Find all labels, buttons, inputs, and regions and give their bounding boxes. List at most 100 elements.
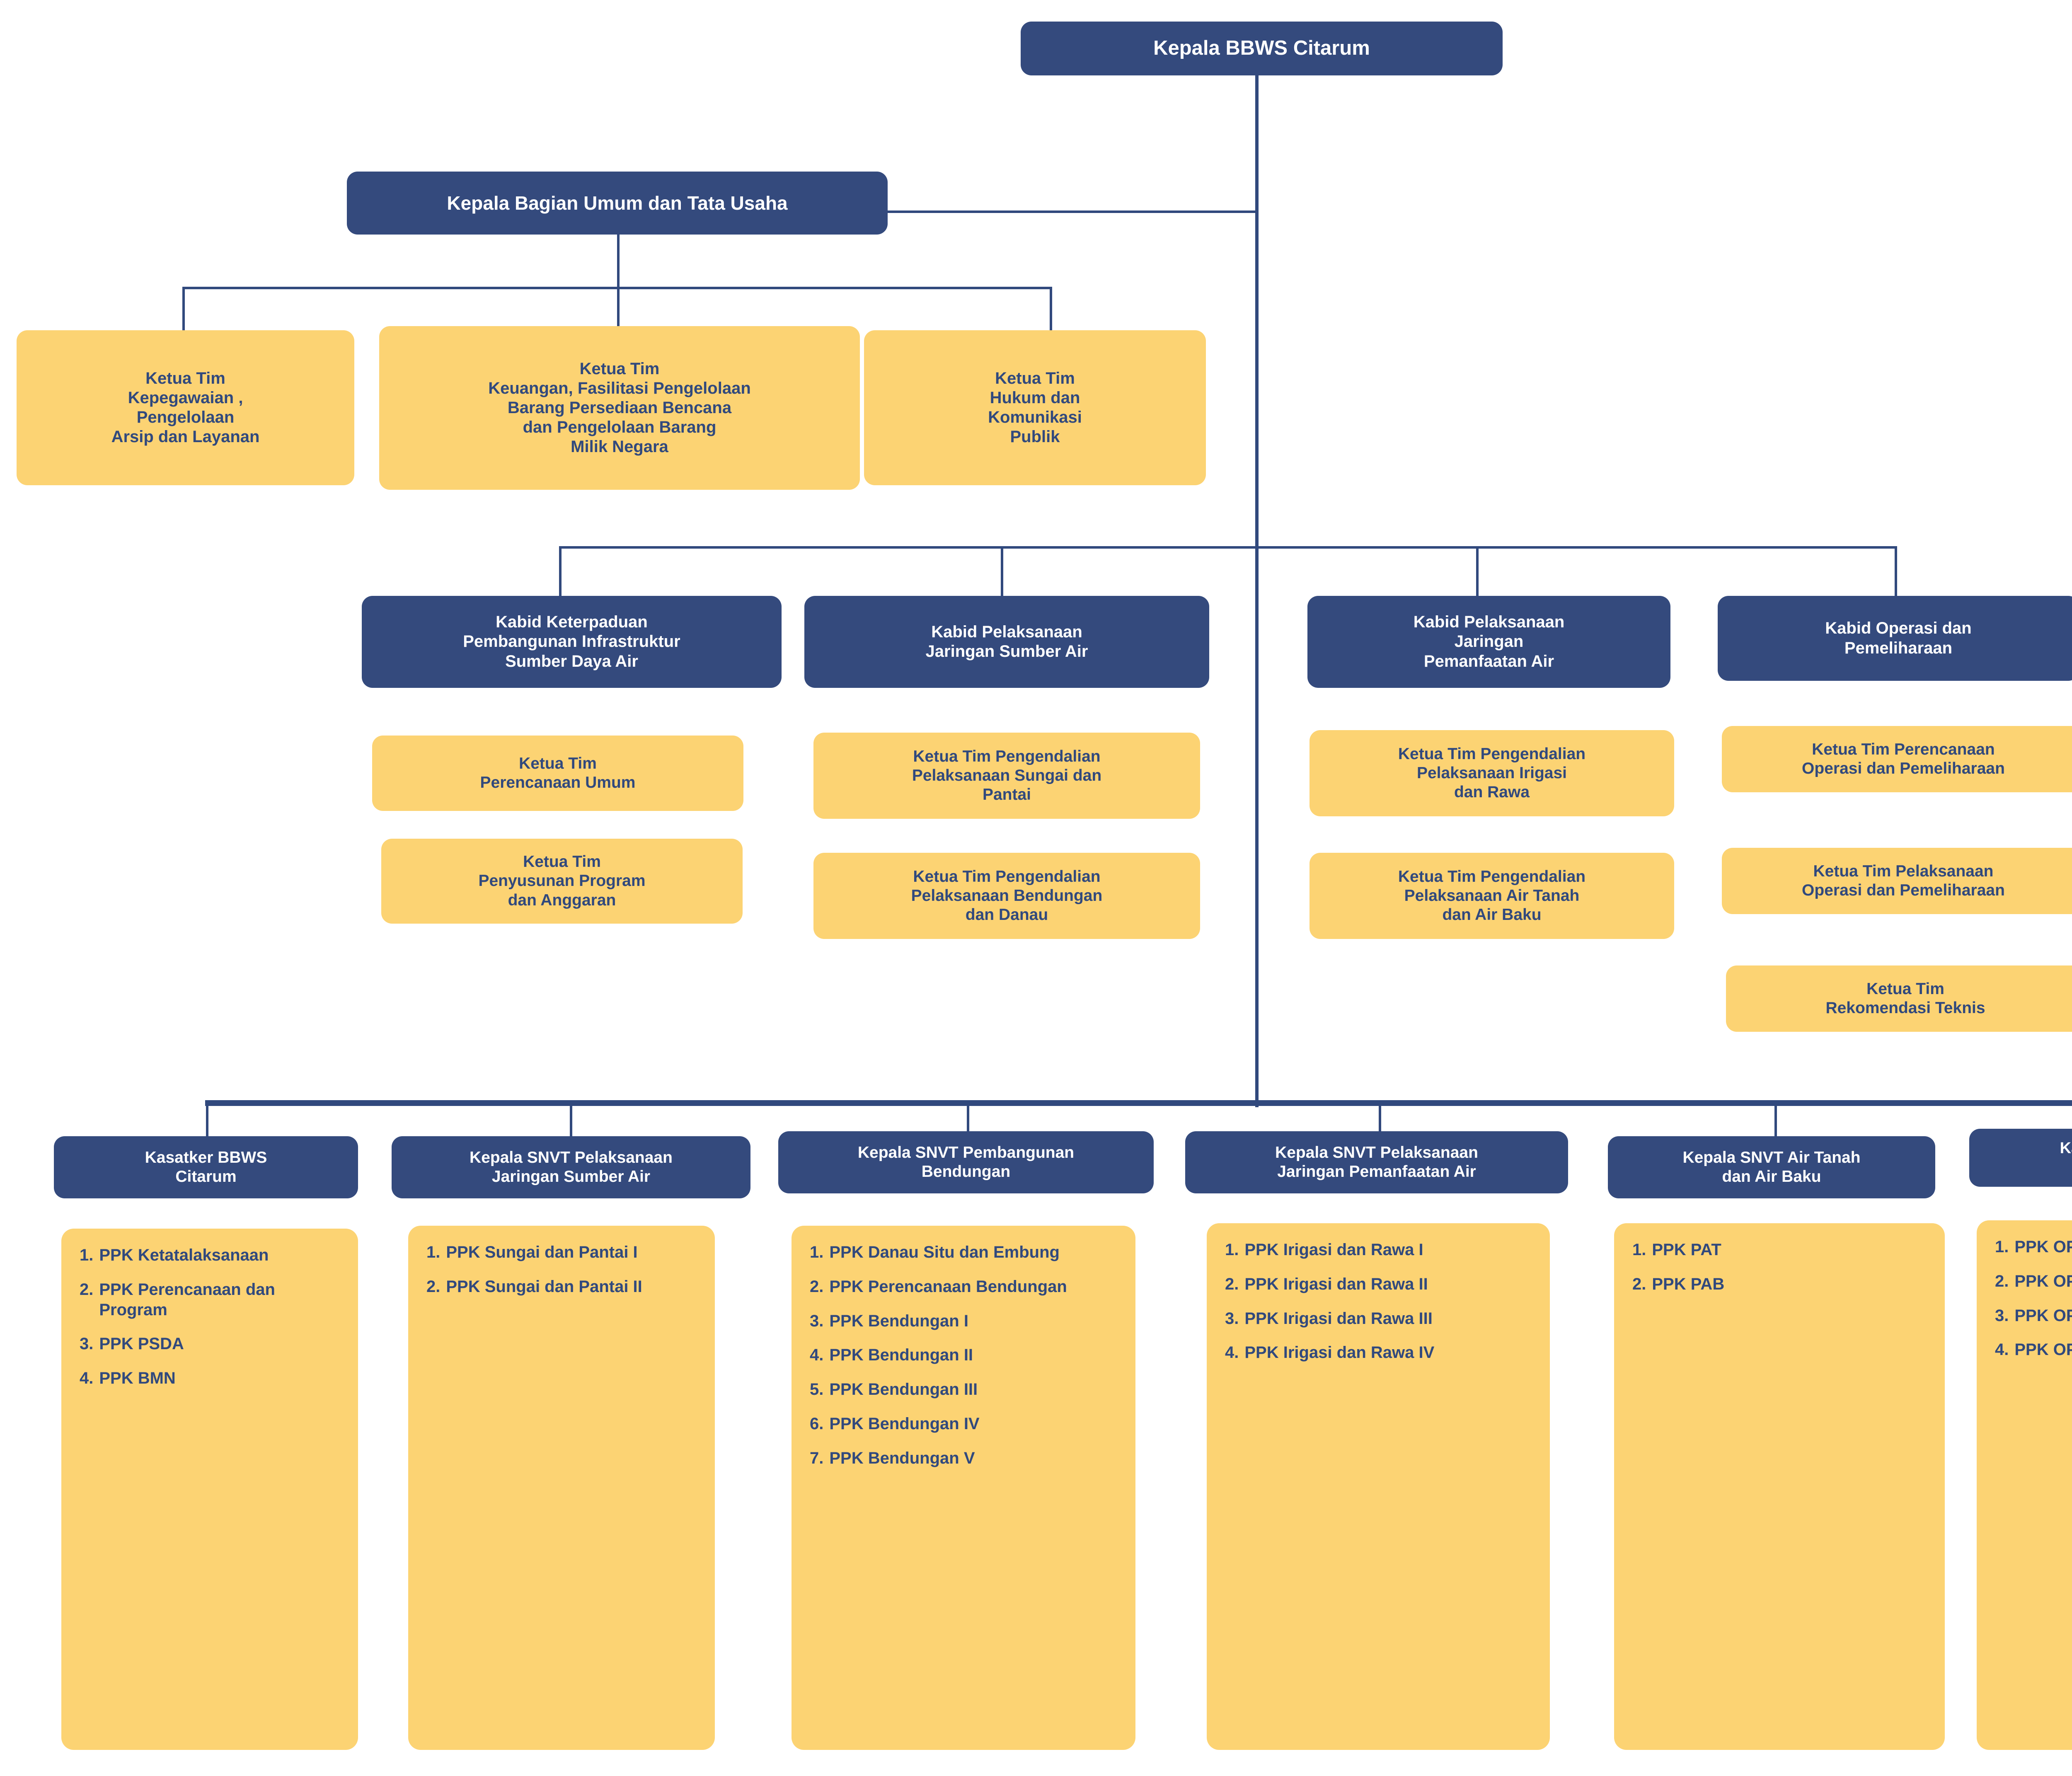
ppk-list-item[interactable]: 4.PPK OP SDA IV xyxy=(1995,1340,2072,1360)
node-kasatker-operasi-pemeliharaan[interactable]: Kasatker Operasi dan Pemeliharaan xyxy=(1969,1129,2072,1187)
ppk-list-item[interactable]: 3.PPK PSDA xyxy=(80,1334,344,1354)
ppk-item-number: 1. xyxy=(426,1243,441,1261)
ppk-item-number: 1. xyxy=(80,1246,94,1264)
ppk-list: 1.PPK Sungai dan Pantai I 2.PPK Sungai da… xyxy=(426,1242,701,1297)
ppk-list-item[interactable]: 3.PPK Bendungan I xyxy=(810,1311,1121,1331)
node-kabid-pelaksanaan-jaringan-sumber-air[interactable]: Kabid Pelaksanaan Jaringan Sumber Air xyxy=(804,596,1209,688)
ppk-list-item[interactable]: 2. PPK Perencanaan Bendungan xyxy=(810,1277,1121,1297)
trunk-line-main xyxy=(1255,75,1259,1107)
node-ketua-tim-keuangan[interactable]: Ketua Tim Keuangan, Fasilitasi Pengelola… xyxy=(379,326,860,490)
ppk-item-label: PPK Irigasi dan Rawa II xyxy=(1244,1275,1428,1293)
connector-satker-2 xyxy=(570,1104,572,1148)
ppk-item-label: PPK OP SDA IV xyxy=(2014,1340,2072,1359)
connector-kabid-4 xyxy=(1895,546,1897,596)
ppk-list-item[interactable]: 6. PPK Bendungan IV xyxy=(810,1414,1121,1434)
ppk-item-label: PPK OP SDA III xyxy=(2014,1306,2072,1325)
ppk-list-item[interactable]: 7.PPK Bendungan V xyxy=(810,1448,1121,1469)
ppk-list-item[interactable]: 2.PPK Sungai dan Pantai II xyxy=(426,1277,701,1297)
ppk-list-item[interactable]: 4. PPK BMN xyxy=(80,1368,344,1389)
ppk-list-item[interactable]: 4. PPK Irigasi dan Rawa IV xyxy=(1225,1343,1536,1363)
ppk-item-number: 6. xyxy=(810,1414,824,1433)
ppk-item-number: 4. xyxy=(1225,1343,1239,1362)
node-kepala-bagian-umum[interactable]: Kepala Bagian Umum dan Tata Usaha xyxy=(347,172,888,235)
connector-team-kepegawaian xyxy=(182,287,185,330)
node-ketua-tim-pengendalian-air-tanah-baku[interactable]: Ketua Tim Pengendalian Pelaksanaan Air T… xyxy=(1310,853,1674,939)
node-kepala-snvt-jaringan-sumber-air[interactable]: Kepala SNVT Pelaksanaan Jaringan Sumber … xyxy=(392,1136,750,1198)
node-ketua-tim-pengendalian-irigasi-rawa[interactable]: Ketua Tim Pengendalian Pelaksanaan Iriga… xyxy=(1310,730,1674,816)
ppk-list-item[interactable]: 3. PPK OP SDA III xyxy=(1995,1306,2072,1326)
ppk-list-item[interactable]: 2. PPK OP SDA II xyxy=(1995,1271,2072,1292)
ppk-item-label: PPK BMN xyxy=(99,1369,176,1388)
connector-team-keuangan xyxy=(617,287,620,330)
ppk-list: 1.PPK OP SDA I 2. PPK OP SDA II 3. PPK OP SD… xyxy=(1995,1237,2072,1360)
node-ketua-tim-hukum[interactable]: Ketua Tim Hukum dan Komunikasi Publik xyxy=(864,330,1206,485)
ppk-item-label: PPK Danau Situ dan Embung xyxy=(829,1243,1060,1261)
ppk-list-item[interactable]: 1. PPK Ketatalaksanaan xyxy=(80,1245,344,1265)
ppk-item-number: 2. xyxy=(1225,1275,1239,1293)
ppk-panel-kasatker-op[interactable]: 1.PPK OP SDA I 2. PPK OP SDA II 3. PPK OP SD… xyxy=(1977,1220,2072,1750)
ppk-item-label: PPK Irigasi dan Rawa III xyxy=(1244,1309,1433,1328)
ppk-item-label: PPK Bendungan IV xyxy=(829,1414,980,1433)
ppk-item-label: PPK Bendungan V xyxy=(829,1449,975,1467)
ppk-list: 1.PPK Irigasi dan Rawa I 2. PPK Irigasi da… xyxy=(1225,1240,1536,1363)
ppk-item-label: PPK OP SDA II xyxy=(2014,1272,2072,1290)
ppk-item-label: PPK Ketatalaksanaan xyxy=(99,1246,269,1264)
connector-satker-4 xyxy=(1379,1104,1381,1148)
ppk-list-item[interactable]: 1. PPK PAT xyxy=(1632,1240,1931,1260)
ppk-item-label: PPK PAT xyxy=(1652,1241,1721,1259)
connector-satker-bus xyxy=(205,1100,2072,1106)
ppk-item-number: 1. xyxy=(1995,1238,2009,1256)
ppk-panel-snvt-bendungan[interactable]: 1.PPK Danau Situ dan Embung 2. PPK Perenca… xyxy=(792,1226,1135,1750)
ppk-list-item[interactable]: 1.PPK Danau Situ dan Embung xyxy=(810,1242,1121,1263)
node-ketua-tim-perencanaan-op[interactable]: Ketua Tim Perencanaan Operasi dan Pemeli… xyxy=(1722,726,2072,792)
ppk-list-item[interactable]: 3.PPK Irigasi dan Rawa III xyxy=(1225,1309,1536,1329)
ppk-panel-snvt-pemanfaatan-air[interactable]: 1.PPK Irigasi dan Rawa I 2. PPK Irigasi da… xyxy=(1207,1223,1550,1750)
ppk-item-label: PPK Perencanaan Bendungan xyxy=(829,1277,1067,1296)
ppk-item-number: 2. xyxy=(1632,1275,1646,1293)
ppk-list: 1.PPK Danau Situ dan Embung 2. PPK Perenca… xyxy=(810,1242,1121,1469)
ppk-panel-snvt-sumber-air[interactable]: 1.PPK Sungai dan Pantai I 2.PPK Sungai da… xyxy=(408,1226,715,1750)
ppk-list-item[interactable]: 2. PPK Irigasi dan Rawa II xyxy=(1225,1274,1536,1294)
connector-satker-1 xyxy=(206,1104,208,1148)
node-kabid-pelaksanaan-jaringan-pemanfaatan-air[interactable]: Kabid Pelaksanaan Jaringan Pemanfaatan A… xyxy=(1307,596,1670,688)
connector-kabid-2 xyxy=(1001,546,1003,596)
node-ketua-tim-penyusunan-program[interactable]: Ketua Tim Penyusunan Program dan Anggara… xyxy=(381,839,743,924)
ppk-item-number: 4. xyxy=(810,1346,824,1365)
ppk-item-label: PPK PAB xyxy=(1652,1275,1725,1293)
node-kepala-snvt-air-tanah-air-baku[interactable]: Kepala SNVT Air Tanah dan Air Baku xyxy=(1608,1136,1935,1198)
ppk-item-label: PPK Irigasi dan Rawa IV xyxy=(1244,1343,1435,1362)
connector-kabid-3 xyxy=(1476,546,1479,596)
node-ketua-tim-rekomendasi-teknis[interactable]: Ketua Tim Rekomendasi Teknis xyxy=(1726,965,2072,1032)
ppk-item-number: 5. xyxy=(810,1380,824,1399)
ppk-item-number: 3. xyxy=(1995,1306,2009,1325)
ppk-panel-kasatker-bbws[interactable]: 1. PPK Ketatalaksanaan 2.PPK Perencanaan d… xyxy=(61,1229,358,1750)
ppk-list-item[interactable]: 4.PPK Bendungan II xyxy=(810,1345,1121,1365)
ppk-item-number: 2. xyxy=(1995,1272,2009,1290)
node-kepala-snvt-jaringan-pemanfaatan-air[interactable]: Kepala SNVT Pelaksanaan Jaringan Pemanfa… xyxy=(1185,1131,1568,1193)
ppk-item-number: 2. xyxy=(810,1277,824,1296)
node-kepala-snvt-pembangunan-bendungan[interactable]: Kepala SNVT Pembangunan Bendungan xyxy=(778,1131,1154,1193)
ppk-list-item[interactable]: 2.PPK Perencanaan dan Program xyxy=(80,1280,344,1320)
ppk-list: 1. PPK Ketatalaksanaan 2.PPK Perencanaan d… xyxy=(80,1245,344,1389)
node-kepala-bbws-citarum[interactable]: Kepala BBWS Citarum xyxy=(1021,22,1503,75)
node-ketua-tim-pengendalian-sungai-pantai[interactable]: Ketua Tim Pengendalian Pelaksanaan Sunga… xyxy=(813,733,1200,819)
node-ketua-tim-kepegawaian[interactable]: Ketua Tim Kepegawaian , Pengelolaan Arsi… xyxy=(17,330,354,485)
ppk-item-number: 1. xyxy=(1225,1241,1239,1259)
ppk-list-item[interactable]: 5.PPK Bendungan III xyxy=(810,1379,1121,1400)
ppk-list-item[interactable]: 2. PPK PAB xyxy=(1632,1274,1931,1294)
ppk-list-item[interactable]: 1.PPK OP SDA I xyxy=(1995,1237,2072,1257)
ppk-item-label: PPK Bendungan I xyxy=(829,1311,968,1330)
ppk-item-label: PPK Perencanaan dan Program xyxy=(99,1280,275,1319)
ppk-panel-snvt-air-tanah[interactable]: 1. PPK PAT 2. PPK PAB xyxy=(1614,1223,1945,1750)
ppk-item-number: 4. xyxy=(80,1369,94,1388)
node-ketua-tim-perencanaan-umum[interactable]: Ketua Tim Perencanaan Umum xyxy=(372,736,743,811)
node-kabid-keterpaduan[interactable]: Kabid Keterpaduan Pembangunan Infrastruk… xyxy=(362,596,782,688)
node-kabid-operasi-pemeliharaan[interactable]: Kabid Operasi dan Pemeliharaan xyxy=(1718,596,2072,681)
node-ketua-tim-pelaksanaan-op[interactable]: Ketua Tim Pelaksanaan Operasi dan Pemeli… xyxy=(1722,848,2072,914)
connector-satker-5 xyxy=(1774,1104,1777,1148)
node-ketua-tim-pengendalian-bendungan-danau[interactable]: Ketua Tim Pengendalian Pelaksanaan Bendu… xyxy=(813,853,1200,939)
ppk-list-item[interactable]: 1.PPK Sungai dan Pantai I xyxy=(426,1242,701,1263)
node-kasatker-bbws-citarum[interactable]: Kasatker BBWS Citarum xyxy=(54,1136,358,1198)
ppk-list-item[interactable]: 1.PPK Irigasi dan Rawa I xyxy=(1225,1240,1536,1260)
ppk-item-number: 1. xyxy=(1632,1241,1646,1259)
